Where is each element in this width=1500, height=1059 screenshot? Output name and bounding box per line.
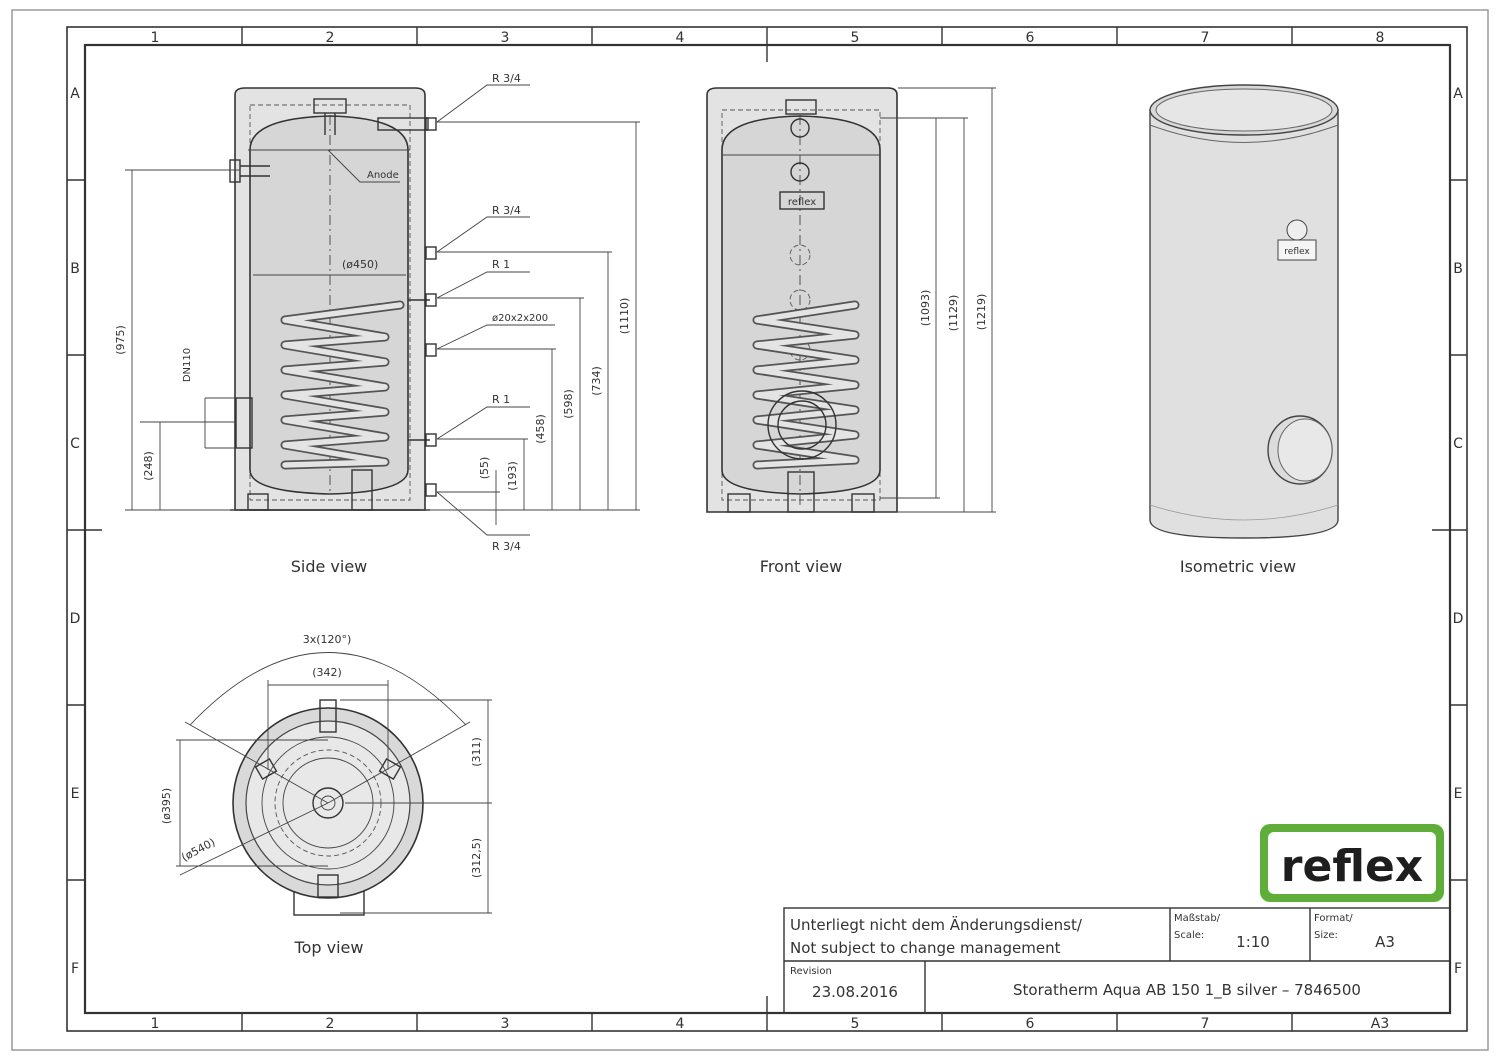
dim-342: (342) xyxy=(312,666,342,679)
dim-dn110: DN110 xyxy=(182,348,193,382)
grid-ticks xyxy=(67,27,1467,1031)
col-label: 7 xyxy=(1201,30,1210,46)
format-value: A3 xyxy=(1375,933,1395,951)
dim-1110: (1110) xyxy=(618,298,631,335)
dim-1219: (1219) xyxy=(975,294,988,331)
isometric-view-drawing: reflex xyxy=(1149,84,1339,539)
row-label: E xyxy=(71,786,80,802)
row-label: C xyxy=(70,436,80,452)
logo-text: reflex xyxy=(1281,841,1423,892)
grid-labels: 1 2 3 4 5 6 7 8 1 2 3 4 5 6 7 A3 A B C D… xyxy=(70,30,1464,1032)
dim-395: (ø395) xyxy=(160,788,173,824)
dim-598: (598) xyxy=(562,389,575,419)
row-label: C xyxy=(1453,436,1463,452)
col-label: 2 xyxy=(326,30,335,46)
side-view-title: Side view xyxy=(291,557,368,576)
row-label: B xyxy=(70,261,80,277)
revision-date: 23.08.2016 xyxy=(812,983,898,1001)
callout-pipe: ø20x2x200 xyxy=(492,313,548,324)
callout-r34-top: R 3/4 xyxy=(492,72,521,85)
callout-r34-mid: R 3/4 xyxy=(492,204,521,217)
col-label: 4 xyxy=(676,30,685,46)
col-label: A3 xyxy=(1371,1016,1389,1032)
row-label: E xyxy=(1454,786,1463,802)
col-label: 8 xyxy=(1376,30,1385,46)
front-view-labels: (1093) (1129) (1219) xyxy=(919,290,988,332)
col-label: 5 xyxy=(851,1016,860,1032)
row-label: A xyxy=(70,86,80,102)
dim-1093: (1093) xyxy=(919,290,932,327)
col-label: 3 xyxy=(501,30,510,46)
top-view-drawing xyxy=(176,652,492,916)
title-note-de: Unterliegt nicht dem Änderungsdienst/ xyxy=(790,915,1083,934)
dim-450: (ø450) xyxy=(342,258,378,271)
dim-458: (458) xyxy=(534,414,547,444)
title-block xyxy=(783,907,1451,1014)
callout-r34-bottom: R 3/4 xyxy=(492,540,521,553)
row-label: F xyxy=(71,961,79,977)
iso-badge-text: reflex xyxy=(1284,247,1310,257)
title-note-en: Not subject to change management xyxy=(790,939,1061,957)
col-label: 1 xyxy=(151,1016,160,1032)
isometric-view-title: Isometric view xyxy=(1180,557,1296,576)
top-view-title: Top view xyxy=(294,938,364,957)
reflex-logo: reflex xyxy=(1260,824,1444,902)
front-badge-text: reflex xyxy=(788,197,816,208)
front-view-title: Front view xyxy=(760,557,842,576)
row-label: F xyxy=(1454,961,1462,977)
callout-r1-upper: R 1 xyxy=(492,258,510,271)
format-label-en: Size: xyxy=(1314,930,1338,941)
callout-anode: Anode xyxy=(367,170,399,181)
dim-angle: 3x(120°) xyxy=(303,633,352,646)
scale-label-en: Scale: xyxy=(1174,930,1204,941)
row-label: D xyxy=(70,611,81,627)
dim-734: (734) xyxy=(590,366,603,396)
dim-312-5: (312,5) xyxy=(470,838,483,878)
col-label: 2 xyxy=(326,1016,335,1032)
product-title: Storatherm Aqua AB 150 1_B silver – 7846… xyxy=(1013,981,1361,1000)
front-view-drawing: reflex xyxy=(706,87,996,513)
col-label: 1 xyxy=(151,30,160,46)
col-label: 3 xyxy=(501,1016,510,1032)
col-label: 4 xyxy=(676,1016,685,1032)
row-label: B xyxy=(1453,261,1463,277)
dim-193: (193) xyxy=(506,461,519,491)
col-label: 5 xyxy=(851,30,860,46)
side-view-labels: R 3/4 Anode R 3/4 R 1 ø20x2x200 R 1 R 3/… xyxy=(114,72,631,553)
col-label: 6 xyxy=(1026,1016,1035,1032)
dim-248: (248) xyxy=(142,451,155,481)
outer-frame xyxy=(11,9,1489,1051)
dim-1129: (1129) xyxy=(947,295,960,332)
row-label: D xyxy=(1453,611,1464,627)
row-label: A xyxy=(1453,86,1463,102)
col-label: 6 xyxy=(1026,30,1035,46)
format-label-de: Format/ xyxy=(1314,913,1353,924)
dim-311: (311) xyxy=(470,737,483,767)
dim-975: (975) xyxy=(114,325,127,355)
revision-label: Revision xyxy=(790,966,832,977)
scale-label-de: Maßstab/ xyxy=(1174,913,1221,924)
callout-r1-lower: R 1 xyxy=(492,393,510,406)
scale-value: 1:10 xyxy=(1236,933,1270,951)
col-label: 7 xyxy=(1201,1016,1210,1032)
side-view-drawing xyxy=(125,84,640,536)
dim-55: (55) xyxy=(478,457,491,480)
